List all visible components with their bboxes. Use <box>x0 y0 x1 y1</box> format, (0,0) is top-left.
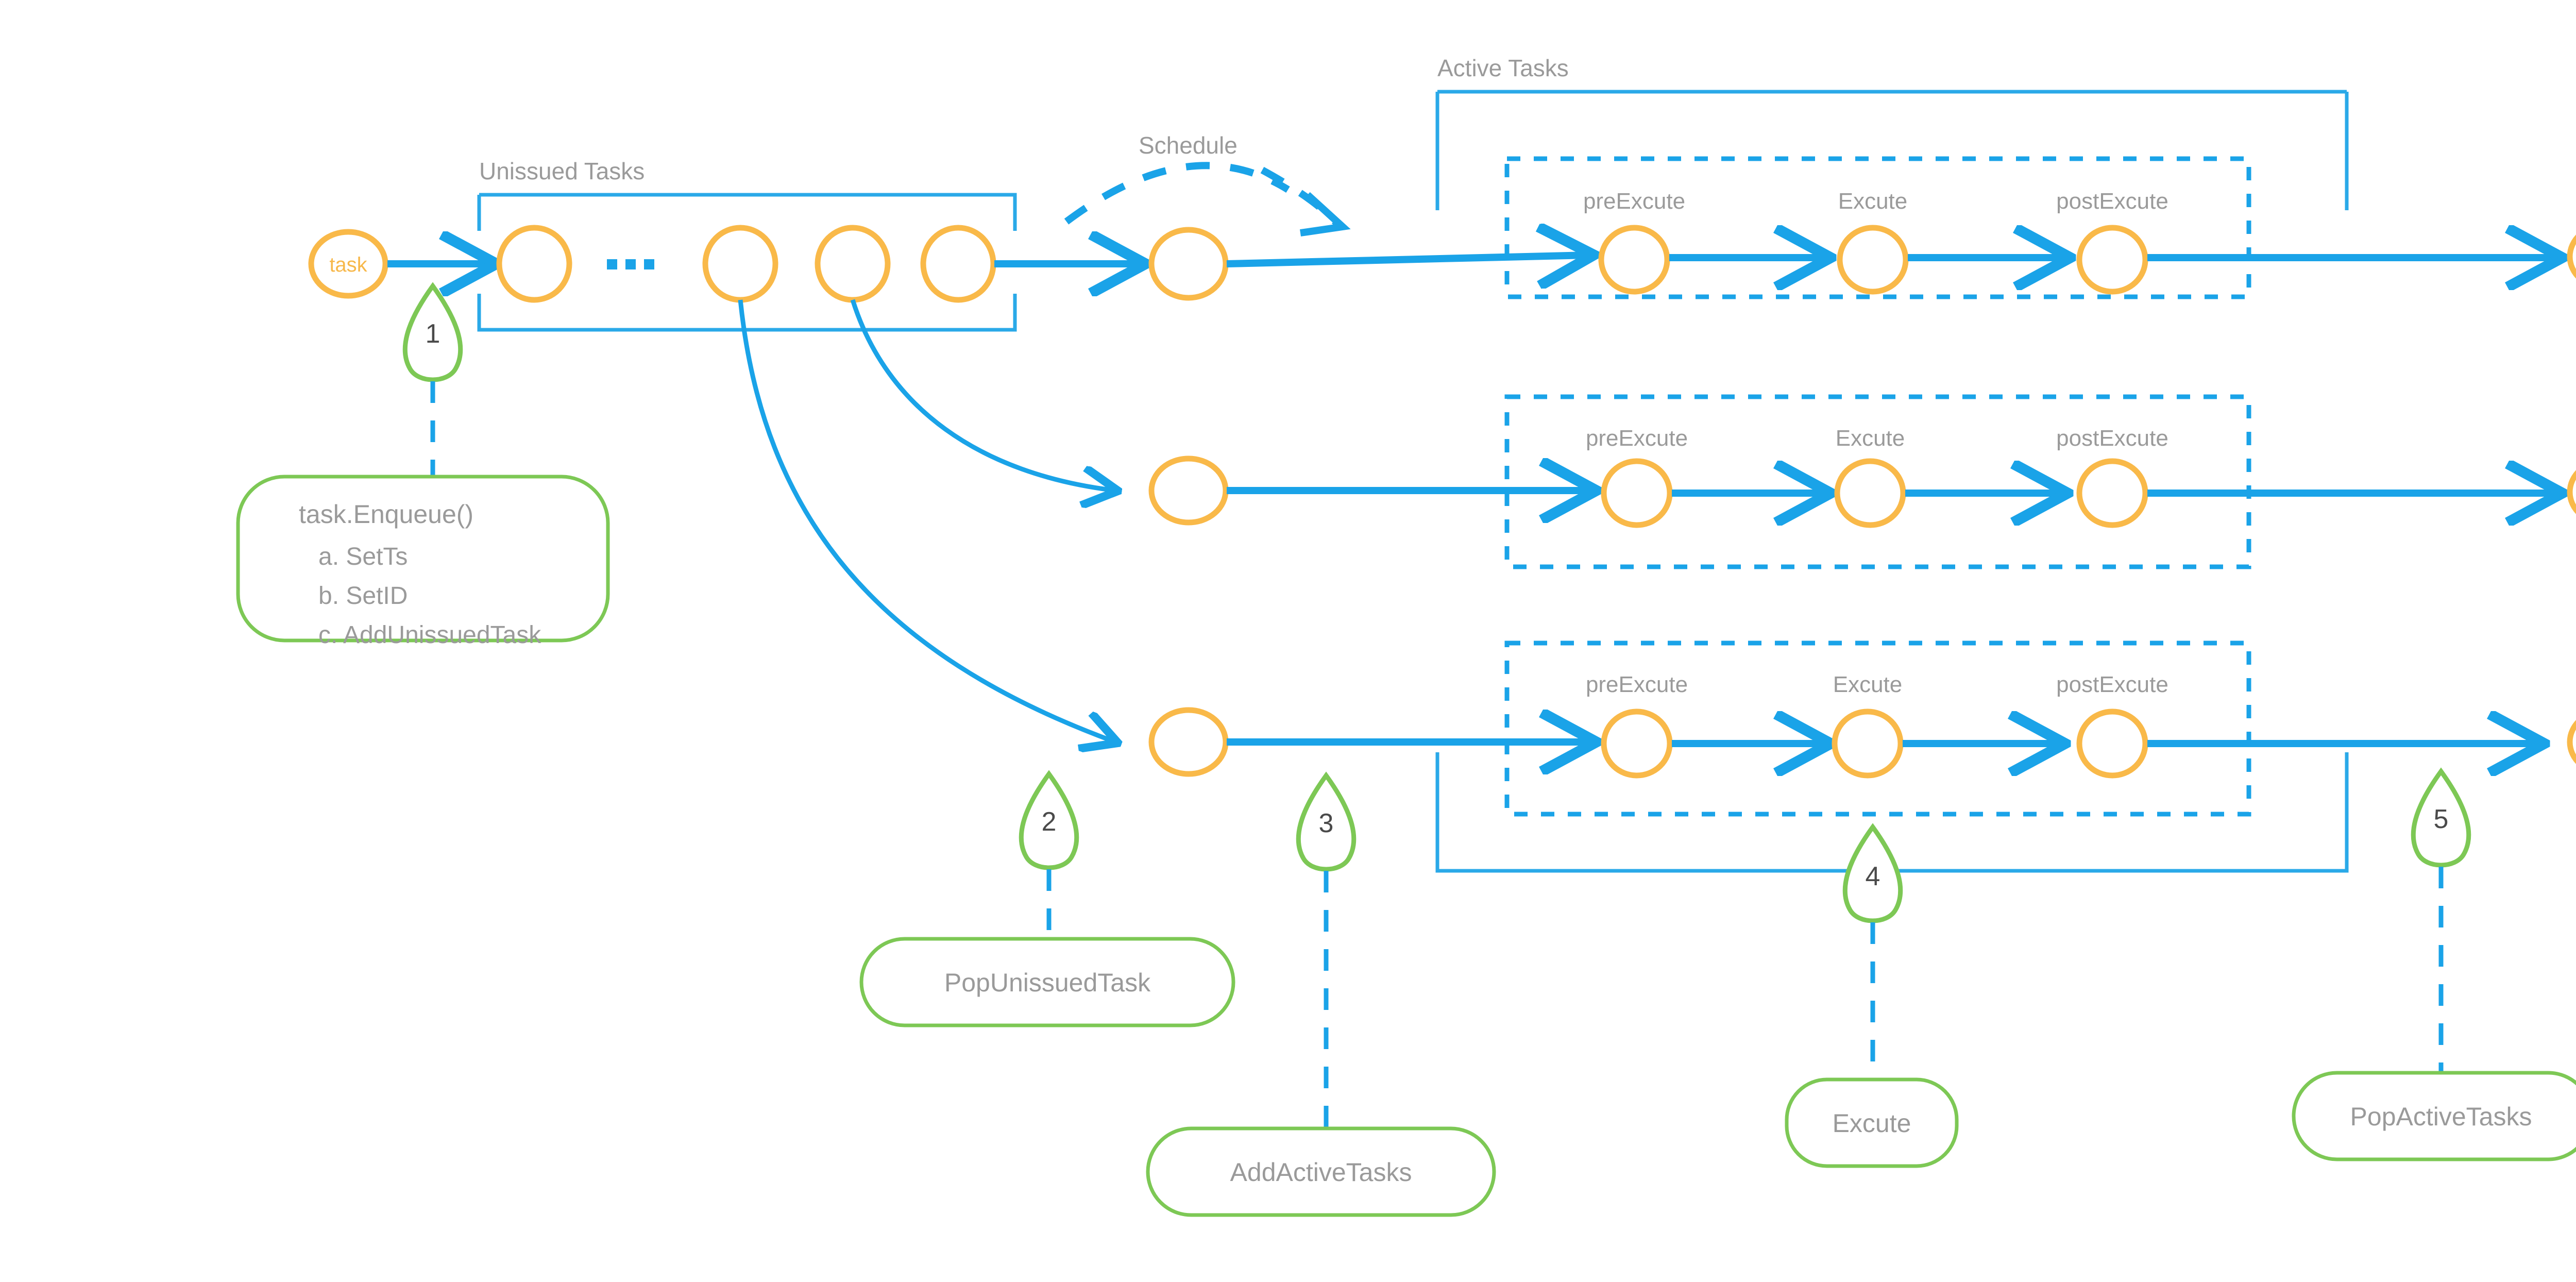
stage-label-row1-pre: preExcute <box>1583 189 1685 214</box>
callout-1-title: task.Enqueue() <box>299 500 473 529</box>
node-scheduled-3[interactable] <box>1148 707 1229 777</box>
schedule-arc-right <box>1260 166 1343 229</box>
stage-label-row2-pre: preExcute <box>1586 426 1688 451</box>
node-row3-excute[interactable] <box>1832 709 1904 779</box>
stage-box-row-3 <box>1504 640 2251 817</box>
stage-label-row2-exc: Excute <box>1836 426 1905 451</box>
ellipsis-icon <box>607 259 654 269</box>
callout-box-2[interactable] <box>859 937 1235 1027</box>
callout-1-item-a: a. SetTs <box>318 543 408 570</box>
marker-number-1: 1 <box>426 319 440 349</box>
schedule-arc-left <box>1064 162 1290 225</box>
stage-box-row-1 <box>1504 156 2251 299</box>
stage-label-row3-pre: preExcute <box>1586 672 1688 697</box>
edge-queue-to-sched-2-curve <box>850 299 1115 491</box>
marker-number-3: 3 <box>1319 808 1334 838</box>
callout-box-4[interactable] <box>1785 1077 1959 1168</box>
stage-box-row-2 <box>1504 394 2251 569</box>
callout-2-title: PopUnissuedTask <box>944 968 1151 997</box>
stage-label-row1-post: postExcute <box>2056 189 2168 214</box>
node-row1-postexcute[interactable] <box>2076 225 2148 295</box>
schedule-label: Schedule <box>1139 132 1238 159</box>
stage-label-row1-exc: Excute <box>1838 189 1908 214</box>
marker-pin-4[interactable] <box>1842 823 1903 923</box>
callout-box-1[interactable] <box>236 475 610 643</box>
callout-box-5[interactable] <box>2292 1071 2576 1161</box>
section-label-unissued-tasks: Unissued Tasks <box>479 158 645 184</box>
node-done-3[interactable] <box>2567 710 2576 774</box>
node-row2-preexcute[interactable] <box>1601 458 1673 528</box>
node-task-label: task <box>329 254 367 276</box>
callout-3-title: AddActiveTasks <box>1230 1158 1412 1187</box>
node-done-1[interactable] <box>2567 225 2576 289</box>
unissued-bracket-top <box>479 193 1017 231</box>
section-label-active-tasks: Active Tasks <box>1437 55 1569 81</box>
node-row1-preexcute[interactable] <box>1598 225 1670 295</box>
unissued-bracket-bottom <box>477 294 1017 332</box>
marker-pin-3[interactable] <box>1296 771 1357 872</box>
node-unissued-3[interactable] <box>815 225 891 303</box>
schedule-arrowhead-icon <box>1299 192 1351 237</box>
node-unissued-2[interactable] <box>702 225 778 303</box>
callout-1-item-b: b. SetID <box>318 582 408 610</box>
edge-sched-to-pre-1 <box>1226 255 1589 264</box>
callout-5-title: PopActiveTasks <box>2350 1102 2532 1131</box>
node-row2-excute[interactable] <box>1834 458 1906 528</box>
stage-label-row2-post: postExcute <box>2056 426 2168 451</box>
marker-pin-5[interactable] <box>2411 767 2471 868</box>
callout-4-title: Excute <box>1833 1109 1911 1138</box>
node-unissued-1[interactable] <box>496 225 572 303</box>
node-done-2[interactable] <box>2567 460 2576 524</box>
marker-pin-1[interactable] <box>402 282 463 382</box>
node-row3-preexcute[interactable] <box>1601 709 1673 779</box>
stage-label-row3-post: postExcute <box>2056 672 2168 697</box>
node-row1-excute[interactable] <box>1837 225 1909 295</box>
node-scheduled-2[interactable] <box>1148 456 1229 526</box>
edge-queue-to-sched-3-curve <box>738 299 1115 742</box>
marker-number-5: 5 <box>2434 804 2449 834</box>
node-row3-postexcute[interactable] <box>2076 709 2148 779</box>
callout-1-item-c: c. AddUnissuedTask <box>318 621 541 649</box>
active-bracket-bottom <box>1435 752 2349 873</box>
node-task-start[interactable] <box>308 229 388 299</box>
node-row2-postexcute[interactable] <box>2076 458 2148 528</box>
stage-label-row3-exc: Excute <box>1833 672 1903 697</box>
marker-number-2: 2 <box>1042 807 1057 837</box>
marker-pin-2[interactable] <box>1019 770 1079 870</box>
marker-number-4: 4 <box>1866 862 1880 891</box>
callout-box-3[interactable] <box>1146 1126 1496 1217</box>
node-scheduled-1[interactable] <box>1148 227 1229 301</box>
node-unissued-4[interactable] <box>920 225 996 303</box>
